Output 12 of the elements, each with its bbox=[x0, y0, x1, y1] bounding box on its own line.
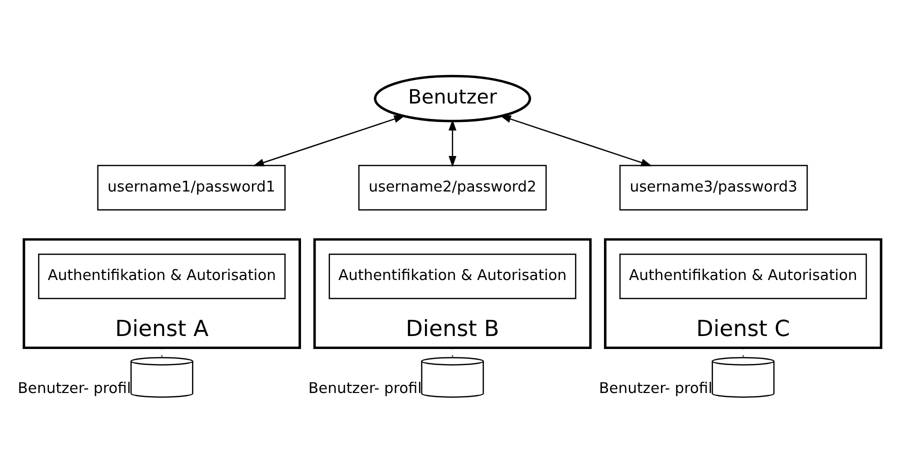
node-box: username1/password1 bbox=[97, 164, 286, 210]
node-box: username2/password2 bbox=[358, 164, 547, 210]
arrow bbox=[252, 114, 406, 166]
node-box: Authentifikation & Autorisation bbox=[619, 253, 867, 299]
node-label: Benutzer- profil bbox=[308, 379, 422, 396]
arrow bbox=[500, 114, 652, 166]
node-box: Authentifikation & Autorisation bbox=[328, 253, 576, 299]
node-label: Benutzer- profil bbox=[599, 379, 712, 396]
node-label: Benutzer- profil bbox=[18, 379, 132, 396]
node-box: Authentifikation & Autorisation bbox=[38, 253, 286, 299]
node-box: username3/password3 bbox=[619, 164, 808, 210]
arrow bbox=[448, 118, 456, 167]
